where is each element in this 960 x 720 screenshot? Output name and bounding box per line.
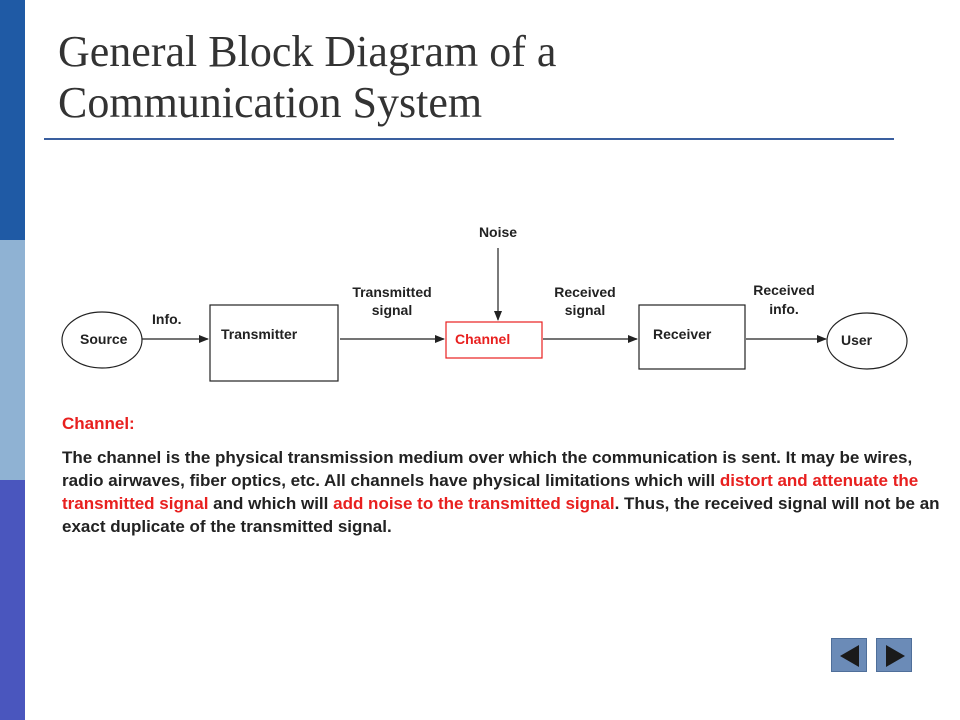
user-block — [826, 312, 908, 370]
source-label: Source — [80, 331, 128, 347]
paragraph-text: The channel is the physical transmission… — [62, 448, 913, 490]
channel-block — [445, 321, 543, 359]
transmitter-label: Transmitter — [221, 326, 298, 342]
transmitted-signal-label-line-2: signal — [372, 302, 412, 318]
paragraph-text: . Thus, the received signal will not be … — [62, 494, 940, 536]
triangle-right-icon — [886, 645, 905, 667]
accent-bar-bottom — [0, 480, 25, 720]
previous-slide-button[interactable] — [831, 638, 867, 672]
channel-heading: Channel: — [62, 414, 135, 433]
receiver-block — [638, 304, 746, 370]
page-title: General Block Diagram of a Communication… — [58, 26, 898, 128]
received-signal-label-line-2: signal — [565, 302, 605, 318]
accent-bar-middle — [0, 240, 25, 480]
title-underline — [44, 138, 894, 140]
paragraph-text: and which will — [208, 494, 334, 513]
noise-label: Noise — [479, 224, 517, 240]
next-slide-button[interactable] — [876, 638, 912, 672]
received-info-label-line-2: info. — [769, 301, 799, 317]
channel-label: Channel — [455, 331, 510, 347]
highlight-distort-attenuate: distort and attenuate the transmitted si… — [62, 471, 919, 513]
source-block — [61, 311, 143, 369]
triangle-left-icon — [840, 645, 859, 667]
title-line-2: Communication System — [58, 78, 483, 127]
title-line-1: General Block Diagram of a — [58, 27, 557, 76]
highlight-add-noise: add noise to the transmitted signal — [333, 494, 615, 513]
channel-description: Channel: The channel is the physical tra… — [62, 412, 952, 538]
transmitted-signal-label-line-1: Transmitted — [352, 284, 431, 300]
accent-bar-top — [0, 0, 25, 240]
received-signal-label-line-1: Received — [554, 284, 615, 300]
user-label: User — [841, 332, 873, 348]
receiver-label: Receiver — [653, 326, 712, 342]
channel-paragraph: The channel is the physical transmission… — [62, 446, 952, 538]
received-info-label-line-1: Received — [753, 282, 814, 298]
info-label: Info. — [152, 311, 182, 327]
left-accent-bar — [0, 0, 25, 720]
transmitter-block — [209, 304, 339, 382]
